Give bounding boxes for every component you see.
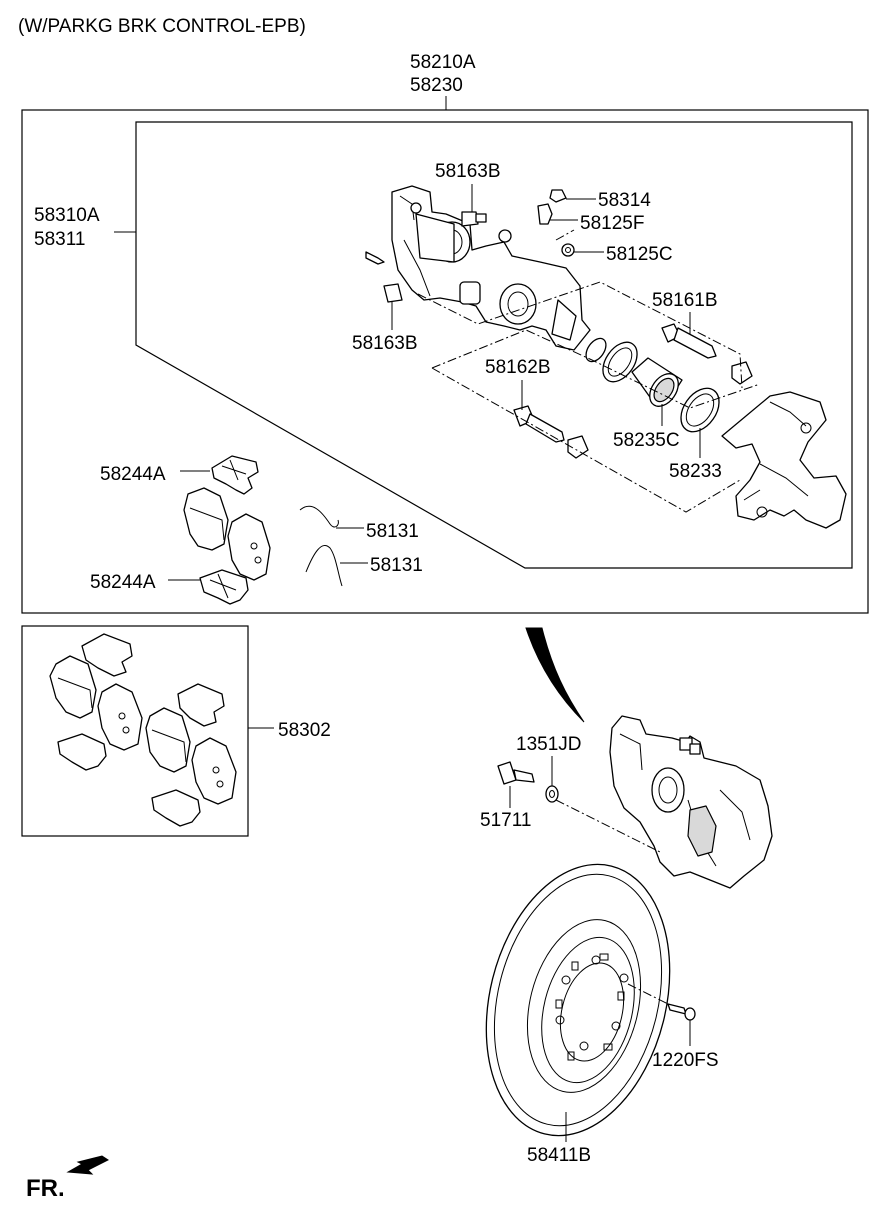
dashline-bleeder: [555, 229, 575, 241]
dashline-mount: [555, 799, 661, 853]
label-bleeder-nut: 58125C: [606, 244, 673, 265]
assembly-box: [21, 109, 869, 614]
guide-bolt-lower-drawing: [365, 251, 403, 303]
label-piston-seal: 58233: [669, 461, 722, 482]
pad-upper-left-drawing: [183, 487, 229, 551]
guide-rod-upper-drawing: [661, 323, 717, 359]
label-bleeder-screw: 58125F: [580, 213, 644, 234]
label-spring-lower: 58131: [370, 555, 423, 576]
label-guide-bolt-upper: 58163B: [435, 161, 501, 182]
label-caliper-a: 58310A: [34, 205, 100, 226]
label-washer: 1351JD: [516, 734, 582, 755]
carrier-bracket-drawing: [721, 391, 847, 529]
label-mount-bolt: 51711: [480, 810, 531, 831]
caliper-assembly-drawing: [609, 715, 773, 889]
front-indicator: FR.: [26, 1175, 65, 1202]
caliper-box: [135, 121, 853, 569]
pad-clip-lower-drawing: [199, 569, 249, 605]
diagram-title: (W/PARKG BRK CONTROL-EPB): [18, 16, 306, 37]
label-caliper-b: 58311: [34, 229, 85, 250]
label-disc-screw: 1220FS: [652, 1050, 719, 1071]
label-guide-rod-lower: 58162B: [485, 357, 551, 378]
label-piston: 58235C: [613, 430, 680, 451]
bleeder-nut-drawing: [561, 243, 575, 257]
dashline-upper: [417, 281, 743, 389]
label-bleeder-cap: 58314: [598, 190, 651, 211]
seal-ring-drawing: [585, 337, 638, 383]
dashline-middle: [431, 329, 761, 409]
piston-seal-drawing: [680, 387, 720, 433]
brake-disc-drawing: [485, 863, 671, 1137]
boot-upper-drawing: [731, 361, 753, 385]
front-arrow-icon: [66, 1155, 109, 1175]
pad-clip-upper-drawing: [211, 455, 259, 495]
label-spring-upper: 58131: [366, 521, 419, 542]
spring-lower-drawing: [305, 545, 343, 587]
mount-bolt-drawing: [497, 761, 535, 785]
guide-bolt-upper-drawing: [461, 211, 487, 227]
label-pad-clip-upper: 58244A: [100, 464, 166, 485]
washer-drawing: [545, 785, 559, 803]
spring-upper-drawing: [299, 505, 339, 528]
label-assembly-a: 58210A: [410, 52, 476, 73]
bleeder-screw-drawing: [537, 203, 553, 225]
disc-screw-drawing: [667, 1003, 696, 1021]
bleeder-cap-drawing: [549, 189, 567, 203]
label-guide-rod-upper: 58161B: [652, 290, 718, 311]
dashline-lower: [431, 367, 741, 513]
pad-upper-right-drawing: [227, 513, 271, 581]
label-pad-kit: 58302: [278, 720, 331, 741]
caliper-body-drawing: [391, 185, 591, 351]
pad-kit-box: [21, 625, 249, 837]
guide-rod-lower-drawing: [513, 405, 565, 443]
dashline-disc-screw: [627, 983, 669, 1005]
pad-kit-drawing: [49, 633, 237, 827]
assembly-arrow-icon: [525, 627, 585, 723]
boot-lower-drawing: [567, 435, 589, 459]
label-guide-bolt-lower: 58163B: [352, 333, 418, 354]
label-assembly-b: 58230: [410, 75, 463, 96]
label-pad-clip-lower: 58244A: [90, 572, 156, 593]
piston-drawing: [631, 357, 683, 407]
label-disc: 58411B: [527, 1145, 591, 1166]
